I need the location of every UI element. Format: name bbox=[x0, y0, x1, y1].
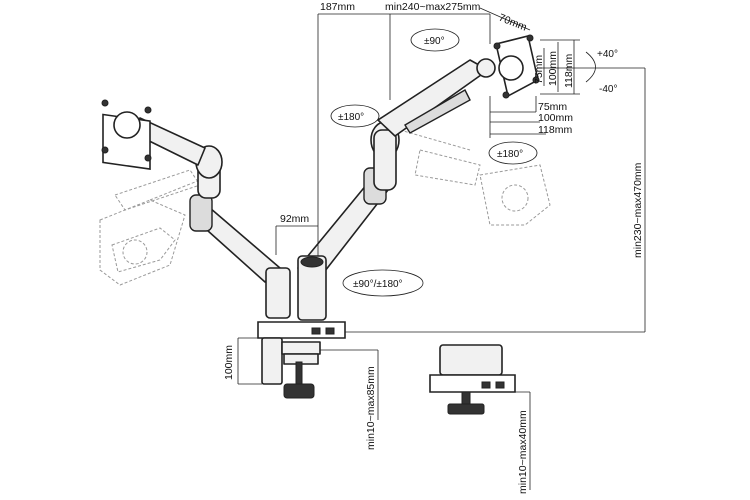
arm-offset-label: 187mm bbox=[320, 1, 355, 13]
vesa-118-vertical-label: 118mm bbox=[563, 54, 575, 88]
arm-length-label: min240~max275mm bbox=[385, 1, 481, 13]
grommet-base bbox=[429, 344, 516, 415]
height-range-label: min230~max470mm bbox=[632, 162, 644, 258]
pole-spacing-label: 92mm bbox=[280, 213, 309, 225]
dimension-labels: 187mm min240~max275mm 70mm 75mm 100mm 11… bbox=[223, 1, 644, 494]
left-arm bbox=[101, 99, 281, 283]
vesa-75-vertical-label: 75mm bbox=[533, 55, 545, 84]
vesa-75-horizontal-label: 75mm bbox=[538, 101, 567, 113]
rotate-head-label: ±180° bbox=[497, 149, 523, 160]
tilt-down-label: -40° bbox=[599, 84, 617, 95]
grommet-range-label: min10~max40mm bbox=[517, 410, 529, 494]
rotation-labels: ±90° +40° -40° ±180° ±180° ±90°/±180° bbox=[338, 36, 618, 290]
tilt-up-label: +40° bbox=[597, 49, 618, 60]
vesa-100-vertical-label: 100mm bbox=[547, 51, 559, 86]
base-height-label: 100mm bbox=[223, 345, 235, 380]
vesa-118-horizontal-label: 118mm bbox=[538, 124, 572, 136]
swivel-head-label: ±90° bbox=[424, 36, 445, 47]
right-arm bbox=[297, 34, 540, 281]
vesa-100-horizontal-label: 100mm bbox=[538, 112, 573, 124]
rotate-arm-label: ±180° bbox=[338, 112, 364, 123]
rotate-base-label: ±90°/±180° bbox=[353, 279, 403, 290]
dimension-lines bbox=[237, 7, 646, 490]
pole-and-base bbox=[257, 255, 346, 399]
head-depth-label: 70mm bbox=[497, 12, 529, 34]
clamp-range-label: min10~max85mm bbox=[365, 366, 377, 450]
rotation-indicators bbox=[330, 28, 538, 297]
